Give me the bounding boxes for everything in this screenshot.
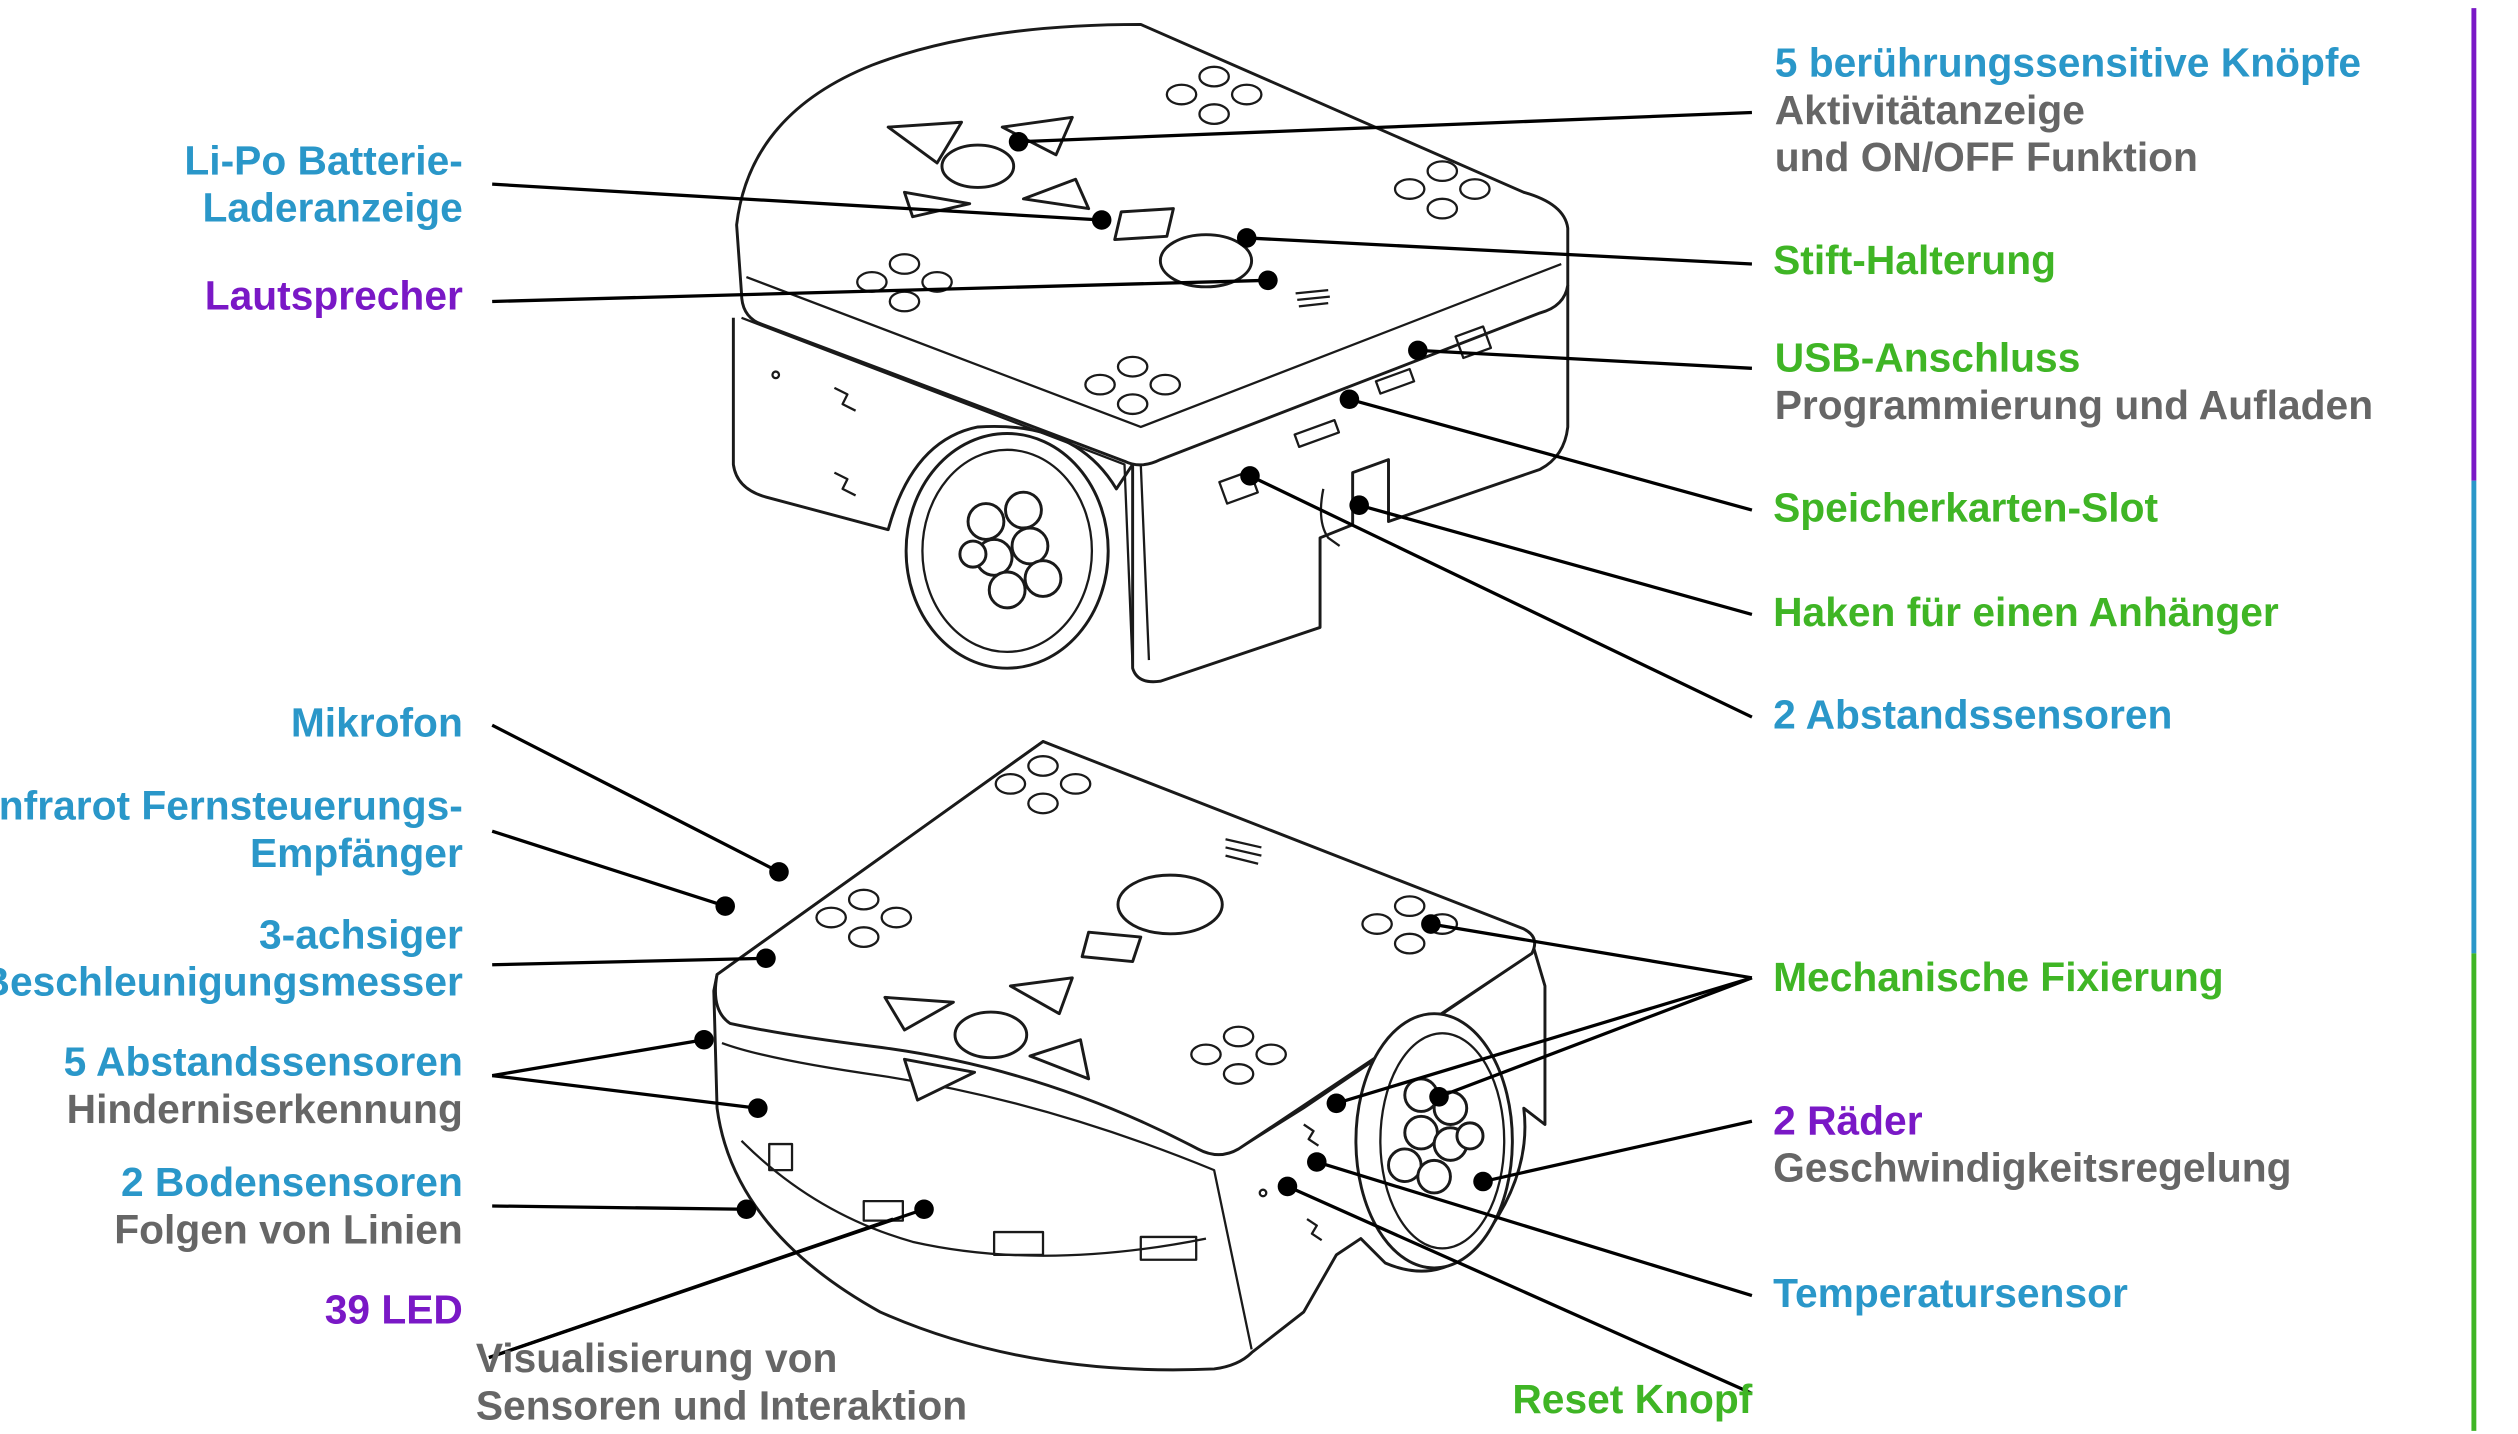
- label-reset-line1: Reset Knopf: [1512, 1377, 1753, 1423]
- label-batterie-line1: Li-Po Batterie-: [184, 138, 463, 185]
- label-infrarot-line2: Empfänger: [250, 831, 463, 877]
- label-abstand5-line2: Hinderniserkennung: [66, 1087, 463, 1133]
- label-visual-line1: Visualisierung von: [475, 1336, 838, 1382]
- robot-top-view: [731, 22, 1570, 684]
- top-speaker-grill: [1295, 288, 1330, 308]
- label-led: 39 LED: [325, 1287, 463, 1334]
- label-usb-line2: Programmierung und Aufladen: [1774, 382, 2374, 429]
- label-raeder-line1: 2 Räder: [1773, 1098, 1923, 1145]
- label-boden-line1: 2 Bodensensoren: [120, 1160, 463, 1206]
- label-knoepfe: 5 berührungssensitive Knöpfe Aktivitätan…: [1775, 41, 2361, 183]
- label-knoepfe-line3: und ON/OFF Funktion: [1774, 135, 2198, 181]
- label-raeder: 2 Räder Geschwindigkeitsregelung: [1773, 1098, 2291, 1193]
- label-usb: USB-Anschluss Programmierung und Auflade…: [1775, 336, 2373, 431]
- top-wheel: [904, 432, 1110, 670]
- label-knoepfe-line2: Aktivitätanzeige: [1774, 88, 2085, 134]
- label-mikrofon-line1: Mikrofon: [290, 700, 463, 747]
- label-stift: Stift-Halterung: [1773, 238, 2056, 285]
- label-batterie: Li-Po Batterie- Laderanzeige: [184, 139, 462, 234]
- label-achsig-line1: 3-achsiger: [259, 912, 463, 959]
- label-reset: Reset Knopf: [1512, 1377, 1752, 1424]
- label-boden: 2 Bodensensoren Folgen von Linien: [114, 1160, 463, 1255]
- label-visual: Visualisierung von Sensoren und Interakt…: [476, 1336, 967, 1431]
- label-speicher: Speicherkarten-Slot: [1773, 486, 2158, 533]
- label-speicher-line1: Speicherkarten-Slot: [1773, 485, 2159, 532]
- label-haken: Haken für einen Anhänger: [1773, 590, 2279, 637]
- robot-bottom-view: [712, 740, 1547, 1372]
- label-batterie-line2: Laderanzeige: [202, 185, 463, 232]
- leader-lines: [488, 110, 1753, 1395]
- label-knoepfe-line1: 5 berührungssensitive Knöpfe: [1774, 40, 2362, 87]
- label-haken-line1: Haken für einen Anhänger: [1773, 589, 2279, 636]
- label-fixierung-line1: Mechanische Fixierung: [1773, 955, 2224, 1001]
- label-raeder-line2: Geschwindigkeitsregelung: [1773, 1145, 2292, 1192]
- label-achsig: 3-achsiger Beschleunigungsmesser: [0, 913, 463, 1008]
- label-stift-line1: Stift-Halterung: [1773, 237, 2057, 284]
- label-led-line1: 39 LED: [324, 1287, 463, 1334]
- label-abstand5: 5 Abstandssensoren Hinderniserkennung: [64, 1040, 463, 1135]
- label-visual-line2: Sensoren und Interaktion: [475, 1383, 968, 1430]
- label-lautsprecher-line1: Lautsprecher: [204, 273, 463, 320]
- label-lautsprecher: Lautsprecher: [205, 274, 463, 321]
- label-infrarot: Infrarot Fernsteuerungs- Empfänger: [0, 784, 463, 879]
- label-usb-line1: USB-Anschluss: [1774, 335, 2081, 382]
- label-infrarot-line1: Infrarot Fernsteuerungs-: [0, 783, 463, 830]
- label-temperatur: Temperatursensor: [1773, 1271, 2128, 1318]
- label-boden-line2: Folgen von Linien: [114, 1207, 463, 1254]
- label-fixierung: Mechanische Fixierung: [1773, 955, 2224, 1002]
- bottom-wheel: [1354, 1012, 1514, 1270]
- label-abstand5-line1: 5 Abstandssensoren: [63, 1039, 463, 1086]
- label-mikrofon: Mikrofon: [291, 701, 463, 748]
- label-temperatur-line1: Temperatursensor: [1773, 1271, 2128, 1317]
- bottom-speaker-grill: [1225, 838, 1262, 865]
- label-achsig-line2: Beschleunigungsmesser: [0, 959, 463, 1006]
- label-abstand2-line1: 2 Abstandssensoren: [1773, 692, 2173, 739]
- label-abstand2: 2 Abstandssensoren: [1773, 693, 2172, 740]
